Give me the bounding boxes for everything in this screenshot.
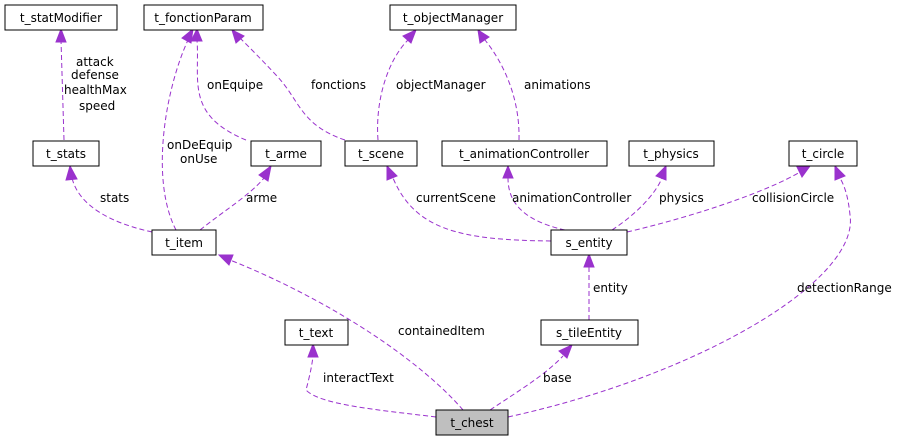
- edge-animationcontroller-to-objectmanager: [484, 39, 520, 141]
- node-label: t_scene: [358, 147, 404, 161]
- edge-label-detectionrange: detectionRange: [797, 281, 892, 295]
- node-label: t_fonctionParam: [154, 11, 252, 25]
- edge-arme-to-fonctionparam-onequipe: [196, 39, 247, 141]
- arrowhead: [386, 164, 398, 181]
- node-t-stats[interactable]: t_stats: [32, 140, 100, 167]
- edge-label-animationcontroller: animationController: [512, 191, 631, 205]
- edge-label-base: base: [543, 371, 572, 385]
- node-t-objectmanager[interactable]: t_objectManager: [389, 4, 517, 31]
- node-t-scene[interactable]: t_scene: [344, 140, 418, 167]
- node-t-item[interactable]: t_item: [151, 229, 217, 256]
- edge-label-interacttext: interactText: [323, 371, 394, 385]
- arrowhead: [65, 164, 78, 181]
- edge-entity-to-scene: [392, 177, 552, 242]
- edge-label-defense: defense: [71, 68, 119, 82]
- node-label: t_arme: [265, 147, 307, 161]
- node-label: t_physics: [643, 147, 698, 161]
- arrowhead: [55, 27, 67, 43]
- edge-label-animations: animations: [524, 78, 591, 92]
- node-label: t_stats: [46, 147, 86, 161]
- node-t-animationcontroller[interactable]: t_animationController: [441, 140, 608, 167]
- edge-scene-to-objectmanager: [377, 39, 409, 141]
- edge-scene-to-fonctionparam: [239, 37, 346, 141]
- edge-stats-to-statmodifier: [60, 39, 65, 141]
- edge-label-attack: attack: [76, 55, 114, 69]
- edge-label-physics: physics: [659, 191, 704, 205]
- edge-label-objectmanager: objectManager: [396, 78, 486, 92]
- edge-label-arme: arme: [246, 191, 277, 205]
- arrowhead: [402, 29, 417, 44]
- node-t-chest[interactable]: t_chest: [435, 409, 509, 436]
- arrowhead: [217, 254, 234, 266]
- node-t-text[interactable]: t_text: [284, 319, 349, 346]
- arrowhead: [834, 164, 846, 181]
- edge-chest-to-tileentity: [489, 355, 564, 411]
- arrowhead: [477, 28, 490, 44]
- edge-item-to-fonctionparam-ondeequip: [161, 39, 189, 231]
- edge-label-currentscene: currentScene: [416, 191, 496, 205]
- node-s-tileentity[interactable]: s_tileEntity: [540, 319, 639, 346]
- arrowhead: [258, 164, 272, 182]
- edge-label-onequipe: onEquipe: [207, 78, 263, 92]
- node-label: t_chest: [450, 416, 494, 430]
- node-label: t_animationController: [459, 147, 589, 161]
- node-label: t_circle: [802, 147, 845, 161]
- arrowhead: [190, 27, 203, 42]
- edge-label-fonctions: fonctions: [311, 78, 366, 92]
- edge-item-to-arme: [199, 177, 265, 231]
- arrowhead: [583, 252, 595, 268]
- node-t-statmodifier[interactable]: t_statModifier: [4, 4, 118, 31]
- arrowhead: [502, 164, 514, 179]
- edge-item-to-stats: [71, 177, 153, 233]
- edge-chest-to-item: [229, 259, 464, 411]
- node-t-physics[interactable]: t_physics: [628, 140, 715, 167]
- edge-entity-to-physics: [611, 177, 663, 231]
- node-t-fonctionparam[interactable]: t_fonctionParam: [143, 4, 264, 31]
- arrowhead: [307, 342, 319, 358]
- edge-label-entity: entity: [593, 281, 628, 295]
- edge-entity-to-circle: [626, 171, 801, 233]
- edge-chest-to-circle: [507, 177, 851, 418]
- arrowhead: [796, 165, 812, 178]
- arrowhead: [231, 29, 245, 44]
- edge-labels: attack defense healthMax speed onEquipe …: [64, 55, 892, 385]
- arrowhead: [558, 344, 573, 359]
- edge-label-healthmax: healthMax: [64, 83, 127, 97]
- arrowhead: [181, 27, 194, 44]
- node-label: s_entity: [565, 236, 612, 250]
- edge-label-ondeequip: onDeEquip: [167, 138, 232, 152]
- node-label: s_tileEntity: [556, 326, 622, 340]
- node-s-entity[interactable]: s_entity: [550, 229, 628, 256]
- edges: [55, 27, 851, 418]
- nodes: t_statModifier t_fonctionParam t_objectM…: [4, 4, 858, 436]
- edge-chest-to-text: [305, 355, 437, 418]
- node-label: t_item: [165, 236, 203, 250]
- arrowhead: [655, 164, 667, 181]
- node-label: t_text: [299, 326, 334, 340]
- node-t-arme[interactable]: t_arme: [250, 140, 322, 167]
- edge-label-onuse: onUse: [180, 152, 217, 166]
- edge-entity-to-animationcontroller: [507, 177, 566, 231]
- node-label: t_statModifier: [20, 11, 102, 25]
- node-label: t_objectManager: [403, 11, 503, 25]
- edge-label-collisioncircle: collisionCircle: [752, 191, 834, 205]
- edge-label-stats: stats: [100, 191, 129, 205]
- edge-label-containeditem: containedItem: [398, 324, 485, 338]
- edge-label-speed: speed: [79, 99, 115, 113]
- node-t-circle[interactable]: t_circle: [788, 140, 858, 167]
